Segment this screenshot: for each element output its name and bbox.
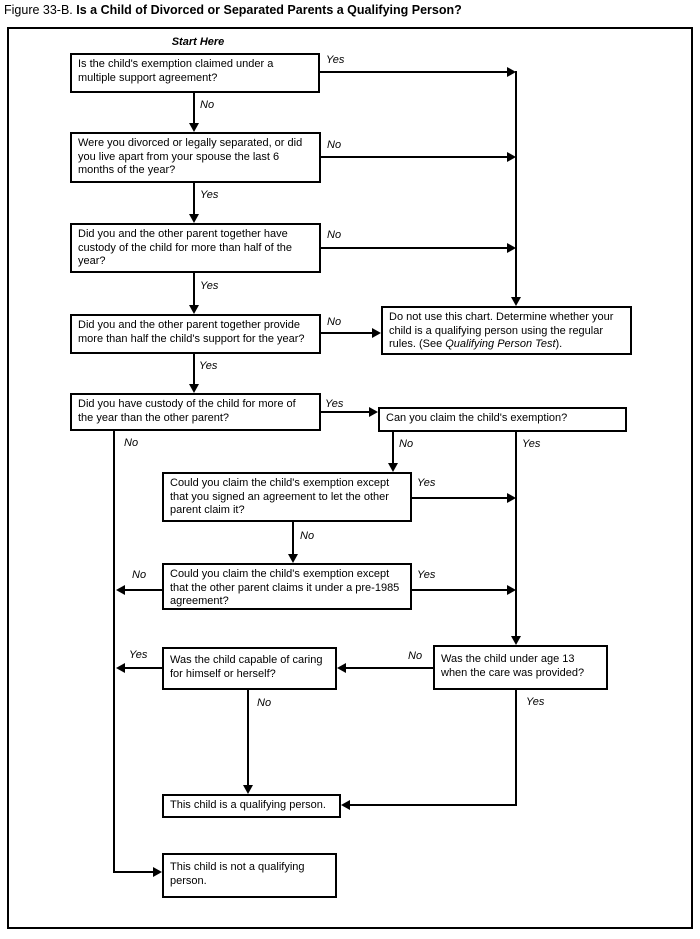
decision-box-can-claim: Can you claim the child's exemption? <box>378 407 627 432</box>
arrowhead-under13-no <box>337 663 346 673</box>
arrowhead-into-do-not-use <box>511 297 521 306</box>
arrowhead-q1-yes <box>507 67 516 77</box>
arrowhead-into-qualifying-right <box>341 800 350 810</box>
start-here-label: Start Here <box>171 36 225 48</box>
do-not-use-text-end: ). <box>555 338 563 350</box>
figure-title-text: Is a Child of Divorced or Separated Pare… <box>72 3 462 17</box>
connector-q3-yes-down <box>193 273 195 305</box>
figure-label: Figure 33-B. <box>4 3 73 17</box>
edge-label-signed-agreement-yes: Yes <box>417 477 436 489</box>
edge-label-q4-no: No <box>327 316 342 328</box>
edge-label-can-claim-no: No <box>399 438 414 450</box>
arrowhead-into-q3 <box>189 214 199 223</box>
arrowhead-q3-no <box>507 243 516 253</box>
edge-label-capable-no: No <box>257 697 272 709</box>
edge-label-capable-yes: Yes <box>129 649 148 661</box>
decision-box-pre-1985: Could you claim the child's exemption ex… <box>162 563 412 610</box>
result-box-qualifying: This child is a qualifying person. <box>162 794 341 818</box>
edge-label-q1-yes: Yes <box>326 54 345 66</box>
decision-box-child-capable: Was the child capable of caring for hims… <box>162 647 337 690</box>
arrowhead-into-under-age-13 <box>511 636 521 645</box>
edge-label-q5-yes: Yes <box>325 398 344 410</box>
edge-label-signed-agreement-no: No <box>300 530 315 542</box>
connector-pre-1985-yes-right <box>412 589 507 591</box>
connector-under13-yes-left <box>350 804 517 806</box>
connector-q1-no-down <box>193 93 195 123</box>
connector-capable-no-down <box>247 690 249 785</box>
arrowhead-q4-no <box>372 328 381 338</box>
connector-right-spine-upper <box>515 71 517 297</box>
decision-box-joint-support: Did you and the other parent together pr… <box>70 314 321 354</box>
arrowhead-into-pre-1985 <box>288 554 298 563</box>
edge-label-under13-no: No <box>408 650 423 662</box>
decision-box-signed-agreement: Could you claim the child's exemption ex… <box>162 472 412 522</box>
connector-under13-yes-down <box>515 690 517 806</box>
connector-q1-yes-right <box>320 71 507 73</box>
edge-label-q2-yes: Yes <box>200 189 219 201</box>
do-not-use-text: Do not use this chart. Determine whether… <box>389 311 614 350</box>
figure-title: Figure 33-B. Is a Child of Divorced or S… <box>4 3 462 17</box>
arrowhead-into-not-qualifying <box>153 867 162 877</box>
arrowhead-pre-1985-yes <box>507 585 516 595</box>
result-box-do-not-use: Do not use this chart. Determine whether… <box>381 306 632 355</box>
decision-box-divorced-separated: Were you divorced or legally separated, … <box>70 132 321 183</box>
arrowhead-into-qualifying <box>243 785 253 794</box>
edge-label-q3-yes: Yes <box>200 280 219 292</box>
decision-box-more-custody: Did you have custody of the child for mo… <box>70 393 321 431</box>
arrowhead-into-q5 <box>189 384 199 393</box>
connector-signed-agreement-no-down <box>292 522 294 554</box>
arrowhead-pre-1985-no <box>116 585 125 595</box>
connector-pre-1985-no-left <box>125 589 162 591</box>
edge-label-pre-1985-yes: Yes <box>417 569 436 581</box>
edge-label-q3-no: No <box>327 229 342 241</box>
connector-signed-agreement-yes-right <box>412 497 507 499</box>
edge-label-under13-yes: Yes <box>526 696 545 708</box>
arrowhead-into-signed-agreement <box>388 463 398 472</box>
connector-q2-yes-down <box>193 183 195 214</box>
arrowhead-capable-yes <box>116 663 125 673</box>
edge-label-q5-no: No <box>124 437 139 449</box>
edge-label-pre-1985-no: No <box>132 569 147 581</box>
result-box-not-qualifying: This child is not a qualifying person. <box>162 853 337 898</box>
connector-into-not-qualifying <box>113 871 153 873</box>
edge-label-can-claim-yes: Yes <box>522 438 541 450</box>
arrowhead-q5-yes <box>369 407 378 417</box>
arrowhead-into-q4 <box>189 305 199 314</box>
arrowhead-q2-no <box>507 152 516 162</box>
connector-can-claim-no-down <box>392 432 394 463</box>
decision-box-under-age-13: Was the child under age 13 when the care… <box>433 645 608 690</box>
chart-border <box>7 27 693 929</box>
decision-box-joint-custody: Did you and the other parent together ha… <box>70 223 321 273</box>
decision-box-multiple-support: Is the child's exemption claimed under a… <box>70 53 320 93</box>
edge-label-q4-yes: Yes <box>199 360 218 372</box>
edge-label-q1-no: No <box>200 99 215 111</box>
do-not-use-italic-text: Qualifying Person Test <box>445 338 556 350</box>
connector-right-spine-lower <box>515 432 517 636</box>
connector-q4-no-right <box>321 332 372 334</box>
connector-q4-yes-down <box>193 354 195 384</box>
edge-label-q2-no: No <box>327 139 342 151</box>
connector-under13-no-left <box>346 667 433 669</box>
connector-q5-yes-right <box>321 411 369 413</box>
arrowhead-signed-agreement-yes <box>507 493 516 503</box>
connector-capable-yes-left <box>125 667 162 669</box>
connector-q3-no-right <box>321 247 507 249</box>
connector-q2-no-right <box>321 156 507 158</box>
connector-left-spine <box>113 431 115 873</box>
arrowhead-into-q2 <box>189 123 199 132</box>
